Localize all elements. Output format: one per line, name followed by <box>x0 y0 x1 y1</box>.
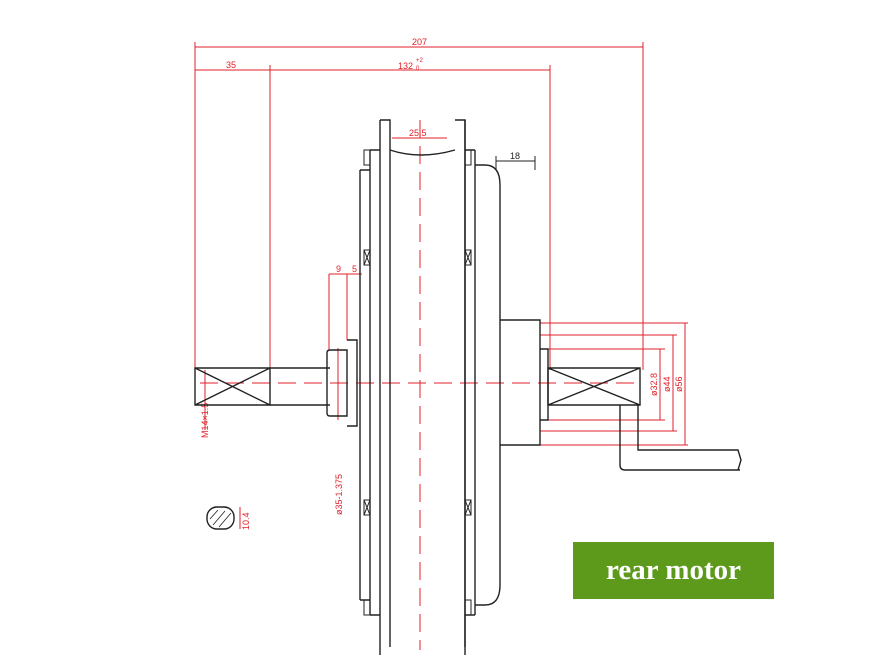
label-44: ø44 <box>662 376 672 392</box>
label-56: ø56 <box>674 376 684 392</box>
hub-motor-body <box>359 119 549 655</box>
label-18: 18 <box>510 151 520 161</box>
label-tolerance-low: 0 <box>416 66 420 72</box>
dimension-9-5: 9 5 <box>328 264 362 350</box>
dimension-207: 207 <box>194 37 644 370</box>
label-35-1375: ø35-1.375 <box>334 474 344 515</box>
dimension-thread: M14×1.5 <box>200 370 210 438</box>
label-207: 207 <box>412 37 427 47</box>
label-132: 132 <box>398 61 413 71</box>
dimension-35: 35 <box>195 60 271 370</box>
dimension-bearing: ø35-1.375 <box>334 348 344 515</box>
label-tolerance: +2 <box>416 58 424 64</box>
right-axle <box>547 367 742 471</box>
label-32-8: ø32.8 <box>649 373 659 396</box>
label-25-5: 25.5 <box>409 128 427 138</box>
rear-motor-badge: rear motor <box>573 542 774 599</box>
dimension-132: 132 +2 0 <box>270 58 551 370</box>
label-m14: M14×1.5 <box>200 403 210 438</box>
dimension-18: 18 <box>495 151 536 170</box>
left-axle <box>194 339 358 427</box>
axle-flat-section: 10.4 <box>206 506 251 530</box>
label-9: 9 <box>336 264 341 274</box>
label-10-4: 10.4 <box>241 512 251 530</box>
dimension-diameters: ø32.8 ø44 ø56 <box>540 322 688 446</box>
label-5: 5 <box>352 264 357 274</box>
label-35: 35 <box>226 60 236 70</box>
